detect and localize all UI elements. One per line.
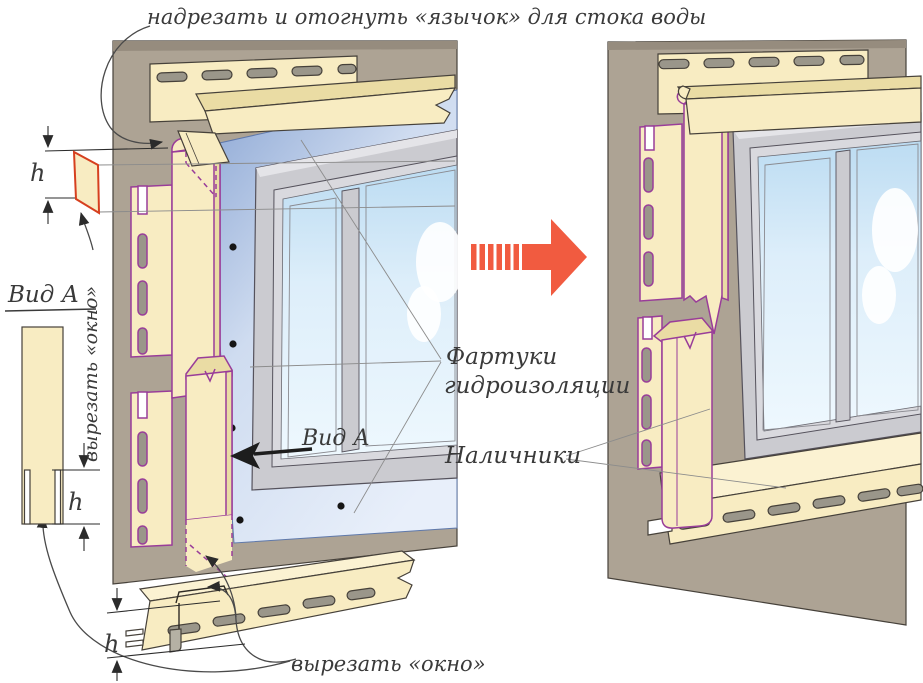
glass-reflection	[416, 222, 464, 302]
dim-h-bottom: h	[104, 588, 246, 681]
right-lower-casing	[652, 317, 713, 529]
right-glass-reflection	[872, 188, 918, 272]
view-a-arrow-group: Вид А	[230, 426, 370, 469]
callouts: Фартуки гидроизоляции Наличники надрезат…	[80, 5, 787, 676]
left-sash-line2	[365, 169, 456, 447]
apron-nails	[228, 243, 345, 524]
left-window	[251, 129, 464, 491]
right-diagram-assembled-view	[607, 39, 923, 626]
glass-reflection2	[407, 286, 441, 342]
lower-side-nailing-strip	[130, 390, 173, 548]
left-sash-line	[287, 197, 337, 458]
transition-arrow-icon	[471, 219, 587, 296]
right-bottom-casing	[647, 432, 923, 545]
top-note-leader	[100, 25, 164, 150]
left-window-frame-bevel	[256, 130, 457, 177]
view-a-legend-title: Вид А	[7, 282, 79, 308]
cut-tab	[169, 628, 182, 653]
left-window-glass	[280, 164, 458, 460]
top-casing-flashing	[177, 74, 457, 167]
right-wall-top-edge	[608, 40, 906, 50]
right-window-mullion	[835, 149, 851, 423]
cutout-piece	[72, 150, 101, 215]
bottom-cut-leader	[206, 580, 297, 663]
view-a-legend: Вид А h	[4, 282, 100, 551]
right-window	[732, 112, 922, 460]
dim-h-bottom-label: h	[104, 630, 119, 658]
left-wall-top-edge	[113, 41, 457, 51]
left-window-mullion	[341, 187, 360, 453]
right-upper-nailing-strip	[639, 123, 683, 302]
casing-cut-leader	[205, 555, 237, 618]
window-cut-marks	[175, 585, 229, 604]
dim-h-top-label: h	[30, 159, 45, 187]
view-strip-leader	[36, 514, 291, 673]
cut-window-bottom-note: вырезать «окно»	[291, 652, 486, 676]
dim-h-mid: h	[52, 443, 100, 551]
top-note: надрезать и отогнуть «язычок» для стока …	[147, 5, 706, 29]
dim-h-mid-label: h	[68, 488, 83, 516]
lower-side-casing	[185, 355, 233, 579]
right-glass-reflection2	[862, 266, 896, 324]
cut-window-vertical-note: вырезать «окно»	[80, 286, 102, 462]
right-top-flashing	[676, 75, 922, 135]
aprons-label-line2: гидроизоляции	[444, 373, 630, 399]
view-a-arrow-label: Вид А	[301, 426, 370, 451]
casings-label: Наличники	[444, 443, 581, 469]
dim-h-top: h	[30, 126, 456, 224]
left-diagram-exploded-view: h Вид А	[30, 25, 464, 673]
cutout-leader	[78, 211, 94, 251]
aprons-label-line1: Фартуки	[446, 344, 557, 370]
drainage-tongue	[177, 130, 230, 167]
